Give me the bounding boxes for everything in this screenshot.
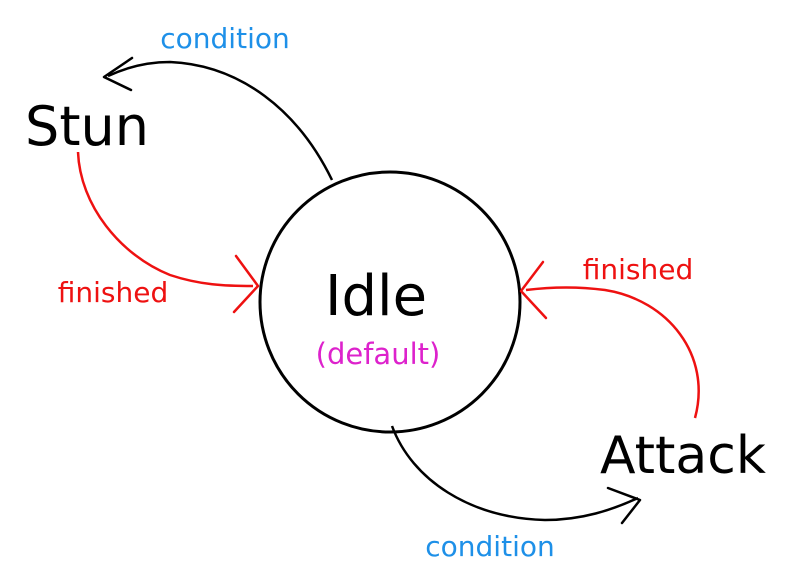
edge-stun-to-idle: [76, 151, 254, 288]
edge-label-attack-to-idle: finished: [583, 253, 694, 286]
attack-state-label: Attack: [600, 426, 766, 486]
idle-state-circle: [258, 170, 522, 434]
edge-idle-to-stun: [107, 60, 334, 181]
idle-state-label: Idle: [325, 264, 427, 329]
arrowhead-attack: [606, 486, 642, 525]
edge-label-idle-to-attack: condition: [425, 530, 554, 563]
edge-label-stun-to-idle: finished: [58, 276, 169, 309]
idle-default-label: (default): [316, 337, 441, 371]
edge-attack-to-idle: [525, 286, 700, 419]
edge-label-idle-to-stun: condition: [160, 22, 289, 55]
arrowhead-idle-left: [232, 254, 260, 314]
edge-idle-to-attack: [390, 425, 639, 522]
arrowhead-idle-right: [519, 260, 548, 320]
arrowhead-stun: [102, 56, 134, 92]
stun-state-label: Stun: [25, 95, 149, 158]
